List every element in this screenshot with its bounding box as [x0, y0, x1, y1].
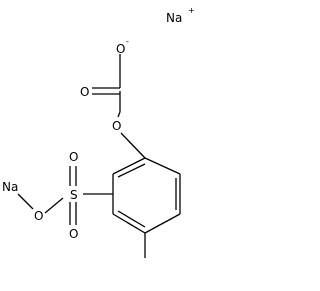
sodium-bound-label: Na — [2, 180, 18, 194]
ring-bond-1 — [144, 157, 181, 175]
sodium-cation-charge: + — [188, 6, 195, 15]
sulfonyl-oxygen-bottom-label: O — [69, 227, 78, 241]
sulfonyl-oxygen-top-label: O — [69, 150, 78, 164]
ester-oxygen-label: O — [34, 209, 43, 223]
sodium-cation-label: Na — [166, 11, 182, 25]
carbonyl-oxygen-label: O — [80, 85, 89, 99]
ether-oxygen-label: O — [112, 119, 121, 133]
ring-bond-4-inner — [117, 210, 146, 228]
carboxylate-charge: - — [126, 37, 129, 46]
ring-bond-6-inner — [117, 163, 146, 178]
ring-bond-3 — [144, 213, 181, 234]
ring-bond-4 — [112, 213, 146, 234]
bond-o-ring — [120, 132, 146, 159]
structure-diagram: Na + O - O O O S O O Na — [2, 6, 195, 258]
carboxylate-oxygen-label: O — [116, 42, 125, 56]
bond-ch2-o — [117, 111, 121, 118]
sulfur-label: S — [70, 188, 78, 202]
bond-o-na — [17, 193, 34, 210]
bond-s-o-ester — [44, 197, 64, 214]
ring-bond-6 — [112, 157, 146, 175]
molecule-drawing: Na + O - O O O S O O Na — [2, 6, 195, 258]
